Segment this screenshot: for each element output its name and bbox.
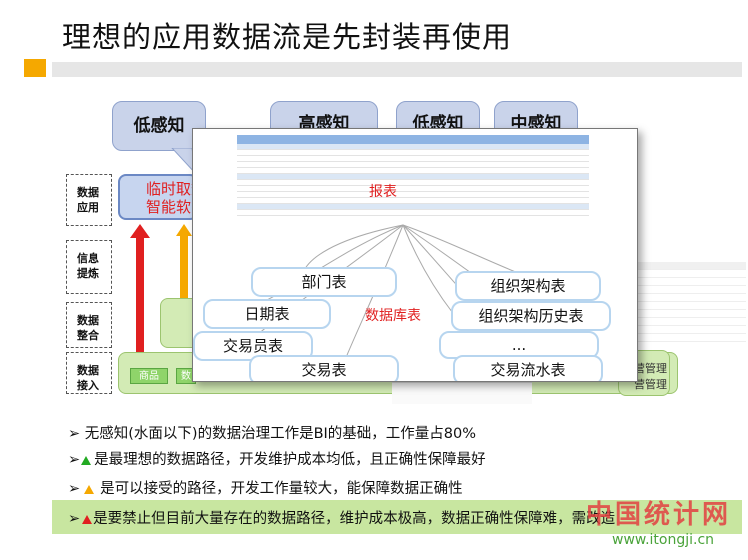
bullet-item-4: ➢ 是要禁止但目前大量存在的数据路径，维护成本极高，数据正确性保障难，需改造: [68, 507, 615, 528]
watermark-url: www.itongji.cn: [612, 532, 715, 548]
bullet-marker-icon: ➢: [68, 426, 85, 442]
bullet-text: 是要禁止但目前大量存在的数据路径，维护成本极高，数据正确性保障难，需改造: [93, 511, 616, 527]
layer-label-ingest: 数据 接入: [66, 352, 112, 394]
report-label: 报表: [369, 184, 397, 200]
green-up-arrow-icon: [81, 455, 92, 465]
ingest-box-goods: 商品: [130, 368, 168, 384]
bullet-text: 无感知(水面以下)的数据治理工作是BI的基础，工作量占80%: [84, 426, 477, 442]
table-pill-transaction-flow: 交易流水表: [453, 355, 603, 381]
orange-up-arrow-icon: [84, 484, 95, 494]
bullet-item-1: ➢ 无感知(水面以下)的数据治理工作是BI的基础，工作量占80%: [68, 422, 476, 443]
bullet-marker-icon: ➢: [68, 481, 81, 497]
layer-label-application: 数据 应用: [66, 174, 112, 226]
table-pill-transaction: 交易表: [249, 355, 399, 381]
right-label-2: 营管理: [634, 378, 667, 391]
title-underline-bar: [52, 62, 742, 77]
right-table-image: [636, 262, 746, 354]
bullet-marker-icon: ➢: [68, 452, 81, 468]
page-title: 理想的应用数据流是先封装再使用: [62, 20, 513, 54]
table-pill-department: 部门表: [251, 267, 397, 297]
bullet-highlight-band: [52, 500, 742, 534]
bottom-table-image: [392, 382, 532, 404]
report-table-image: [237, 135, 589, 231]
table-pill-org-history: 组织架构历史表: [451, 301, 611, 331]
orange-arrow-icon: [176, 224, 192, 314]
bullet-text: 是可以接受的路径，开发工作量较大，能保障数据正确性: [100, 481, 463, 497]
layer-label-refine: 信息 提炼: [66, 240, 112, 294]
table-pill-date: 日期表: [203, 299, 331, 329]
watermark-cn: 中国统计网: [586, 500, 732, 530]
bullet-text: 是最理想的数据路径，开发维护成本均低，且正确性保障最好: [94, 452, 486, 468]
app-box-text: 临时取数 智能软: [146, 180, 207, 216]
table-pill-org-structure: 组织架构表: [455, 271, 601, 301]
layer-label-integrate: 数据 整合: [66, 302, 112, 348]
perception-bubble-low-1: 低感知: [112, 101, 206, 151]
data-flow-popup: 报表 数据库表 部门表 组织架构表 日期表 组织架构历史表 交易员表 ... 交…: [192, 128, 638, 382]
app-box: 临时取数 智能软: [118, 174, 207, 220]
bullet-item-3: ➢ 是可以接受的路径，开发工作量较大，能保障数据正确性: [68, 477, 463, 498]
bullet-marker-icon: ➢: [68, 511, 81, 527]
red-up-arrow-icon: [82, 514, 93, 524]
right-label-1: 营管理: [634, 362, 667, 375]
red-arrow-icon: [130, 224, 150, 374]
title-accent-square: [24, 59, 46, 77]
db-label: 数据库表: [365, 308, 421, 324]
bullet-item-2: ➢ 是最理想的数据路径，开发维护成本均低，且正确性保障最好: [68, 448, 486, 469]
